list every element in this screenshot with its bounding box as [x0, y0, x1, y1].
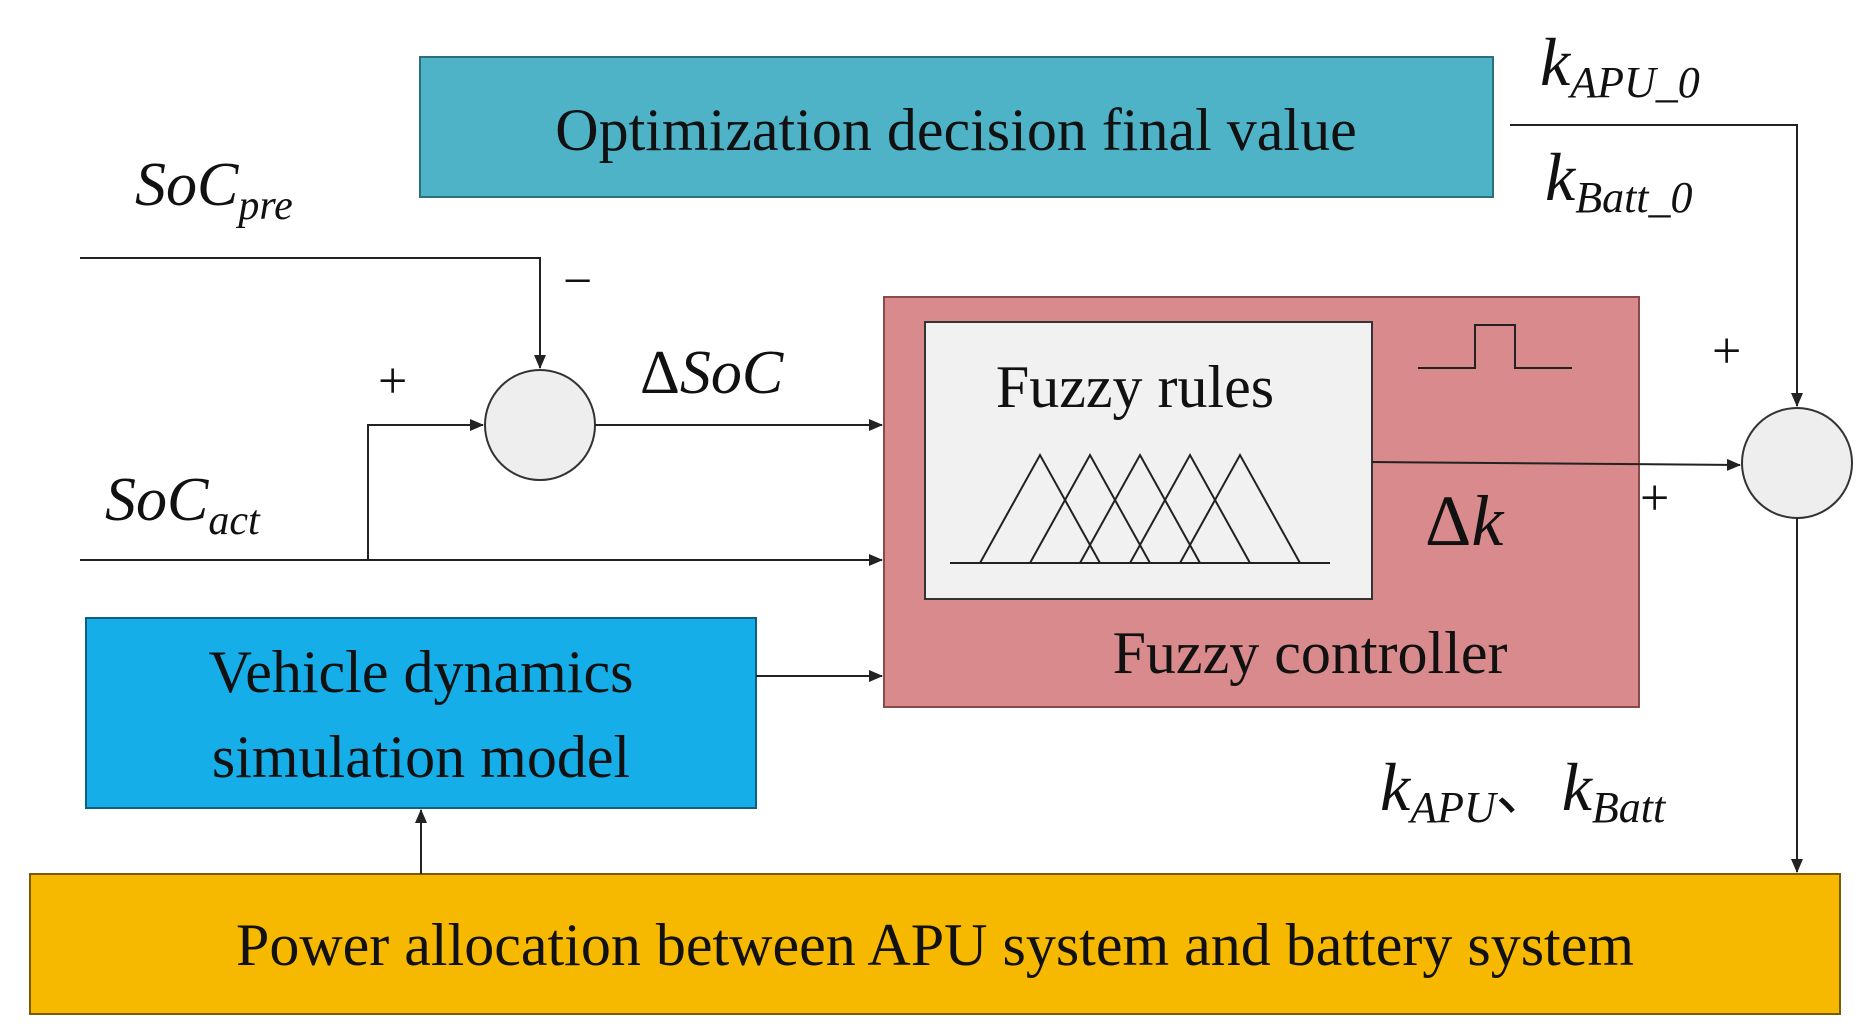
membership-functions-icon: [950, 452, 1330, 564]
vehicle-label-line2: simulation model: [212, 724, 630, 790]
plus-sign-sum2-left: +: [1640, 470, 1669, 527]
optimization-block: [419, 56, 1494, 198]
k-apu-batt-label: kAPU、kBatt: [1380, 749, 1667, 832]
plus-sign-sum2-top: +: [1712, 323, 1741, 380]
sum-junction-2: [1741, 407, 1853, 519]
soc-pre-line: [80, 257, 546, 369]
k-batt-0-label: kBatt_0: [1545, 139, 1693, 222]
soc-act-branch-line: [367, 419, 484, 560]
vehicle-dynamics-block: [85, 617, 757, 809]
plus-sign-sum1: +: [378, 353, 407, 410]
soc-pre-label: SoCpre: [135, 151, 293, 229]
k0-line: [1510, 124, 1803, 407]
optimization-label: Optimization decision final value: [555, 97, 1356, 163]
sum-junction-1: [484, 369, 596, 481]
fuzzy-controller-label: Fuzzy controller: [1113, 620, 1508, 686]
soc-act-label: SoCact: [105, 466, 261, 544]
pulse-icon: [1418, 324, 1572, 369]
vehicle-label-line1: Vehicle dynamics: [209, 639, 634, 705]
fuzzy-rules-block: [924, 321, 1373, 600]
fuzzy-rules-label: Fuzzy rules: [996, 354, 1274, 420]
delta-k-line: [1371, 458, 1741, 471]
delta-soc-label: ΔSoC: [640, 339, 784, 407]
delta-k-label: Δk: [1425, 481, 1505, 561]
k-apu-0-label: kAPU_0: [1540, 24, 1700, 107]
power-allocation-label: Power allocation between APU system and …: [236, 912, 1634, 978]
power-allocation-block: [29, 873, 1841, 1015]
minus-sign: −: [563, 253, 592, 310]
